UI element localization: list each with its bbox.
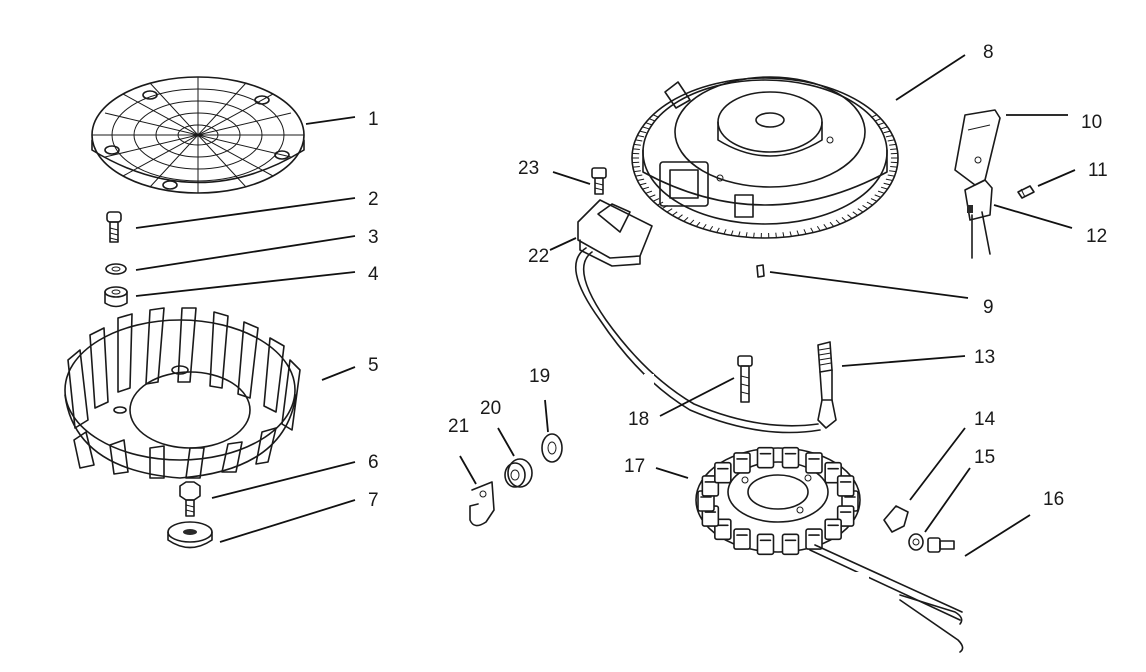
leader-19	[544, 399, 549, 433]
callout-14: 14	[974, 409, 996, 430]
callout-12: 12	[1086, 226, 1107, 247]
leader-13	[841, 355, 966, 367]
part-5-fan	[64, 307, 301, 479]
callout-19: 19	[529, 366, 550, 387]
leader-16	[964, 514, 1031, 557]
leader-2	[135, 197, 356, 229]
callout-10: 10	[1081, 112, 1102, 133]
callout-1: 1	[368, 109, 379, 130]
part-10-bracket	[954, 109, 1001, 186]
part-20-spacer	[504, 458, 533, 488]
leader-5	[321, 366, 356, 381]
part-12-terminal	[964, 179, 993, 259]
callout-22: 22	[528, 246, 549, 267]
part-1-grille-screen	[91, 76, 305, 194]
leader-20	[497, 427, 515, 457]
part-7-washer	[167, 521, 213, 549]
leader-12	[993, 204, 1073, 229]
callout-18: 18	[628, 409, 649, 430]
callout-9: 9	[983, 297, 994, 318]
part-22-ignition-module	[574, 199, 821, 434]
callout-17: 17	[624, 456, 645, 477]
callout-6: 6	[368, 452, 379, 473]
leader-23	[552, 171, 591, 185]
part-21-wire-clip	[469, 481, 495, 527]
leader-15	[924, 467, 971, 533]
callout-8: 8	[983, 42, 994, 63]
part-2-bolt	[106, 211, 122, 243]
part-9-key	[756, 264, 765, 278]
part-23-screw	[591, 167, 607, 195]
callout-3: 3	[368, 227, 379, 248]
part-11-screw	[1017, 185, 1035, 199]
callout-15: 15	[974, 447, 995, 468]
callout-2: 2	[368, 189, 379, 210]
part-8-flywheel	[631, 76, 899, 239]
leader-9	[769, 271, 969, 299]
part-17-stator	[695, 446, 964, 653]
leader-7	[219, 499, 356, 543]
leader-6	[211, 461, 356, 499]
callout-labels: 1 2 3 4 5 6 7 8 9 10 11 12 13 14 15 16 1…	[368, 42, 1108, 511]
callout-7: 7	[368, 490, 379, 511]
callout-11: 11	[1088, 160, 1108, 181]
leader-3	[135, 235, 356, 271]
part-18-bolt	[737, 355, 753, 403]
callout-21: 21	[448, 416, 469, 437]
part-16-screw	[927, 537, 955, 553]
leader-17	[655, 467, 689, 479]
callout-23: 23	[518, 158, 539, 179]
part-14-clip	[883, 505, 909, 533]
leader-1	[305, 116, 356, 125]
callout-16: 16	[1043, 489, 1064, 510]
leader-8	[895, 54, 966, 101]
part-4-spacer	[104, 286, 128, 308]
leader-18	[659, 377, 735, 417]
part-15-washer	[908, 533, 924, 551]
leader-11	[1037, 169, 1076, 187]
leader-22	[549, 237, 577, 251]
part-3-washer	[105, 263, 127, 275]
leader-14	[909, 427, 966, 501]
part-19-washer	[541, 433, 563, 463]
part-13-spark-plug-boot	[817, 341, 837, 429]
leader-21	[459, 455, 477, 485]
leader-4	[135, 271, 356, 297]
callout-20: 20	[480, 398, 501, 419]
leader-lines	[135, 54, 1076, 557]
callout-5: 5	[368, 355, 379, 376]
callout-13: 13	[974, 347, 995, 368]
callout-4: 4	[368, 264, 379, 285]
part-6-bolt	[179, 481, 201, 517]
